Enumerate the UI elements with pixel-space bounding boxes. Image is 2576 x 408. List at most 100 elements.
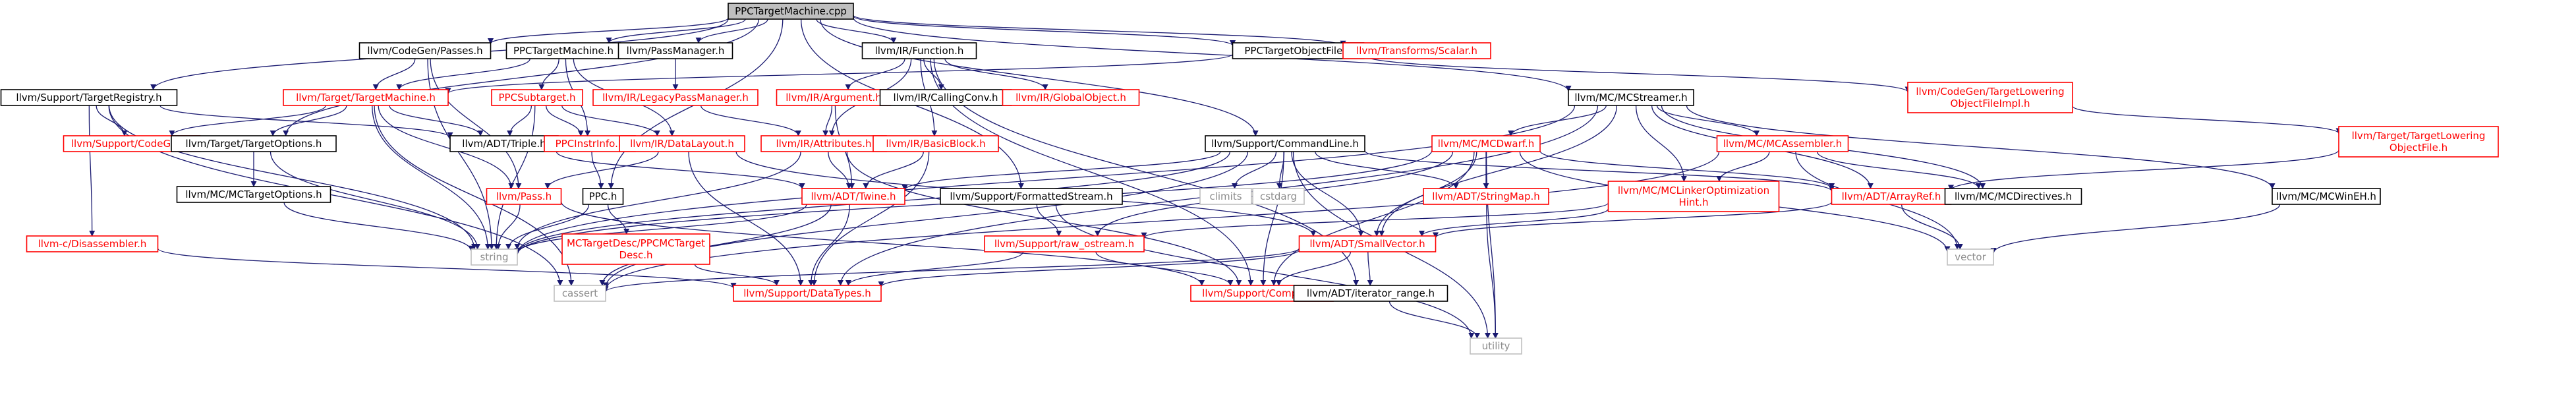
edge-ppctm-to-ttm	[396, 58, 530, 90]
node-iterrange[interactable]: llvm/ADT/iterator_range.h	[1293, 285, 1448, 302]
node-label: cstdarg	[1260, 190, 1297, 202]
node-irfunc[interactable]: llvm/IR/Function.h	[861, 42, 977, 59]
node-bb[interactable]: llvm/IR/BasicBlock.h	[873, 135, 999, 152]
edge-tlofimpl-to-tlof	[2072, 105, 2342, 134]
node-pass[interactable]: llvm/Pass.h	[486, 188, 562, 205]
node-ttm[interactable]: llvm/Target/TargetMachine.h	[283, 89, 449, 106]
edge-twine-to-string	[514, 204, 807, 254]
dependency-edge	[507, 105, 532, 136]
node-mcdirectives[interactable]: llvm/MC/MCDirectives.h	[1944, 188, 2082, 205]
edge-pass-to-string	[495, 204, 521, 250]
node-label: llvm/ADT/Twine.h	[811, 190, 896, 202]
node-passmgr[interactable]: llvm/PassManager.h	[617, 42, 733, 59]
node-fmtstream[interactable]: llvm/Support/FormattedStream.h	[940, 188, 1123, 205]
node-callconv[interactable]: llvm/IR/CallingConv.h	[879, 89, 1012, 106]
edge-smallvec-to-cassert	[602, 247, 1300, 293]
edge-ppcsub-to-triple	[507, 105, 532, 136]
node-mcdwarf[interactable]: llvm/MC/MCDwarf.h	[1431, 135, 1541, 152]
node-box	[1342, 42, 1491, 59]
dependency-edge	[544, 151, 659, 189]
edge-datalayout-to-datatypes	[688, 151, 804, 286]
node-label: llvm/Target/TargetOptions.h	[186, 138, 322, 150]
edge-pass-to-compiler	[560, 201, 1205, 286]
node-twine[interactable]: llvm/ADT/Twine.h	[801, 188, 905, 205]
edge-ttm-to-ttopts	[270, 105, 347, 136]
edge-ttm-to-supcg	[169, 105, 326, 136]
node-ppch[interactable]: PPC.h	[582, 188, 624, 205]
node-label: llvm/Support/TargetRegistry.h	[16, 92, 161, 103]
node-box	[1716, 135, 1849, 152]
node-label: llvm/ADT/ArrayRef.h	[1842, 190, 1941, 202]
dependency-edge	[1315, 151, 1459, 189]
edge-ppcsub-to-string	[493, 105, 536, 250]
node-label: llvm/IR/LegacyPassManager.h	[602, 92, 749, 103]
node-arrayref[interactable]: llvm/ADT/ArrayRef.h	[1831, 188, 1952, 205]
edge-ttm-to-triple	[389, 105, 484, 136]
node-mcstreamer[interactable]: llvm/MC/MCStreamer.h	[1568, 89, 1694, 106]
edge-tlof-to-arrayref	[1948, 150, 2339, 191]
dependency-edge	[1276, 251, 1352, 286]
dependency-edge	[1635, 105, 1687, 182]
node-utility: utility	[1470, 337, 1522, 355]
node-scalar[interactable]: llvm/Transforms/Scalar.h	[1342, 42, 1491, 59]
node-box	[486, 188, 562, 205]
node-rawostream[interactable]: llvm/Support/raw_ostream.h	[984, 235, 1145, 252]
node-label: llvm/Support/CommandLine.h	[1211, 138, 1359, 150]
node-root[interactable]: PPCTargetMachine.cpp	[728, 3, 854, 20]
edge-ppch-to-mctdesc	[607, 204, 630, 235]
edge-cgpasses-to-ttm	[372, 58, 416, 90]
node-label: llvm/PassManager.h	[627, 45, 725, 57]
dependency-edge	[591, 151, 604, 189]
dependency-edge	[538, 58, 559, 90]
edge-triple-to-twine	[556, 151, 805, 190]
dependency-edge	[1539, 150, 1835, 190]
node-irarg[interactable]: llvm/IR/Argument.h	[776, 89, 892, 106]
node-datatypes[interactable]: llvm/Support/DataTypes.h	[733, 285, 882, 302]
dependency-edge	[1816, 151, 1982, 189]
edge-root-to-ppctm	[606, 18, 746, 44]
node-box	[1431, 135, 1541, 152]
node-label: llvm/ADT/Triple.h	[462, 138, 546, 150]
node-triple[interactable]: llvm/ADT/Triple.h	[449, 135, 559, 152]
node-attrs[interactable]: llvm/IR/Attributes.h	[760, 135, 887, 152]
node-box	[582, 188, 624, 205]
edge-mcasm-to-mcdirectives	[1816, 151, 1982, 189]
node-disasm[interactable]: llvm-c/Disassembler.h	[26, 235, 159, 252]
dependency-edge	[1271, 151, 1475, 286]
edge-root-to-cmdline	[820, 18, 1259, 136]
dependency-edge	[811, 151, 930, 286]
node-label: PPCSubtarget.h	[499, 92, 576, 103]
node-ttopts[interactable]: llvm/Target/TargetOptions.h	[171, 135, 337, 152]
edge-mcstreamer-to-mclinker	[1635, 105, 1687, 182]
node-globalobj[interactable]: llvm/IR/GlobalObject.h	[1002, 89, 1140, 106]
node-cmdline[interactable]: llvm/Support/CommandLine.h	[1205, 135, 1365, 152]
node-box	[26, 235, 159, 252]
node-ppctm[interactable]: PPCTargetMachine.h	[505, 42, 621, 59]
edge-mcmctopts-to-string	[283, 202, 474, 252]
node-label: PPCInstrInfo.h	[556, 138, 625, 150]
edge-ppctof-to-tlofimpl	[1363, 55, 1911, 93]
node-datalayout[interactable]: llvm/IR/DataLayout.h	[619, 135, 745, 152]
node-cgpasses[interactable]: llvm/CodeGen/Passes.h	[358, 42, 492, 59]
node-stringmap[interactable]: llvm/ADT/StringMap.h	[1423, 188, 1549, 205]
node-mcwineh[interactable]: llvm/MC/MCWinEH.h	[2272, 188, 2381, 205]
node-label: PPCTargetMachine.h	[513, 45, 614, 57]
edge-root-to-scalar	[853, 15, 1346, 47]
node-legacypm[interactable]: llvm/IR/LegacyPassManager.h	[592, 89, 758, 106]
edge-ppch-to-string	[505, 204, 590, 250]
node-smallvec[interactable]: llvm/ADT/SmallVector.h	[1298, 235, 1437, 252]
node-ppcsub[interactable]: PPCSubtarget.h	[491, 89, 583, 106]
dependency-edge	[694, 264, 780, 286]
node-treg[interactable]: llvm/Support/TargetRegistry.h	[0, 89, 178, 106]
edge-mcwineh-to-vector	[1990, 204, 2281, 254]
node-mcasm[interactable]: llvm/MC/MCAssembler.h	[1716, 135, 1849, 152]
node-mcmctopts[interactable]: llvm/MC/MCTargetOptions.h	[176, 186, 331, 203]
node-vector: vector	[1947, 248, 1994, 266]
